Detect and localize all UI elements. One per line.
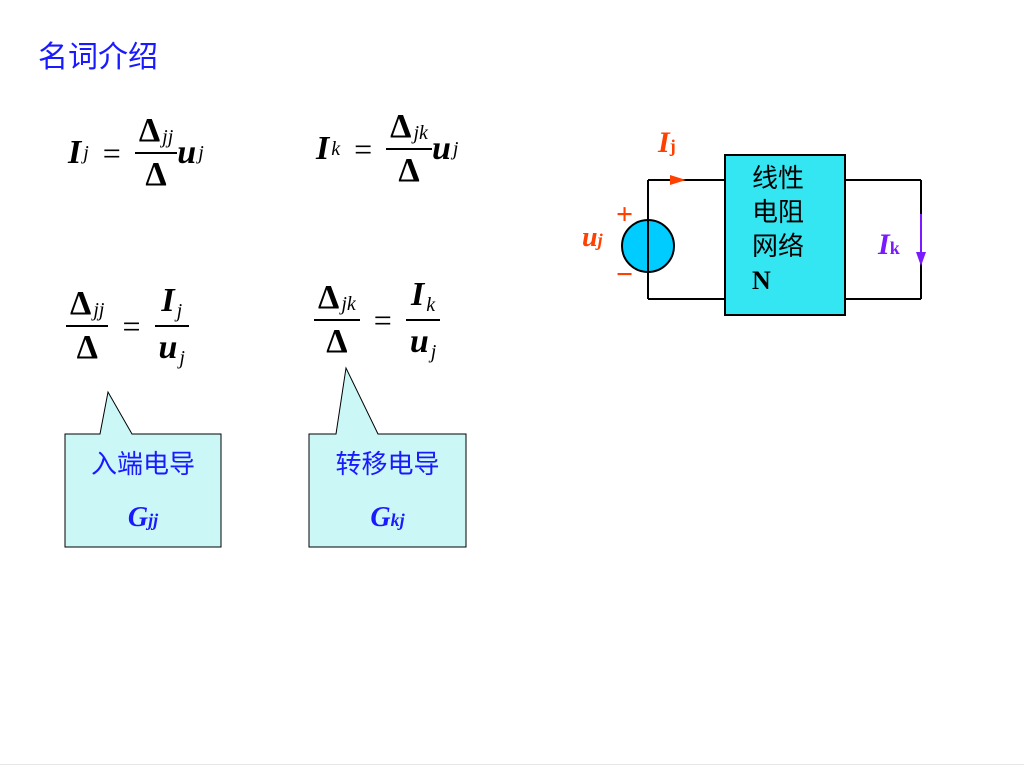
network-label: 线性 电阻 网络 N	[752, 162, 822, 298]
equals-sign: =	[354, 130, 373, 167]
delta-symbol: Δ	[326, 323, 348, 360]
network-line: 电阻	[752, 198, 805, 228]
callout-symbol: Gkj	[309, 502, 466, 534]
label-ij: Ij	[658, 126, 676, 160]
page-title: 名词介绍	[38, 40, 158, 75]
label-uj: uj	[582, 222, 603, 254]
ij-var: I	[658, 126, 670, 159]
minus-sign: −	[616, 258, 634, 291]
delta-symbol: Δ	[390, 108, 412, 145]
formula-var: I	[410, 276, 425, 313]
conductance-var: G	[127, 502, 149, 533]
formula-var: I	[161, 282, 175, 319]
formula-sub: j	[83, 141, 89, 164]
conductance-sub: kj	[390, 510, 405, 530]
delta-symbol: Δ	[145, 156, 167, 193]
formula-sub: j	[176, 300, 183, 322]
delta-symbol: Δ	[398, 152, 420, 189]
ij-arrow-icon	[670, 175, 686, 185]
delta-sub: jj	[93, 299, 105, 321]
formula-sub: j	[198, 141, 204, 164]
equals-sign: =	[373, 301, 392, 338]
formula-var: I	[316, 130, 330, 167]
delta-sub: jj	[162, 126, 174, 148]
formula-sub: j	[179, 347, 185, 369]
formula-var: u	[431, 130, 451, 167]
callout-input: 入端电导 Gjj	[65, 434, 221, 547]
formula-var: I	[68, 134, 82, 171]
label-ik: Ik	[878, 228, 900, 262]
conductance-sub: jj	[148, 510, 159, 530]
delta-sub: jk	[413, 122, 428, 144]
formula-var: u	[409, 323, 429, 360]
ik-sub: k	[889, 238, 900, 258]
callout-transfer: 转移电导 Gkj	[309, 434, 466, 547]
formula-var: u	[177, 134, 197, 171]
network-line: 线性	[752, 164, 805, 194]
delta-symbol: Δ	[318, 279, 340, 316]
delta-symbol: Δ	[70, 285, 92, 322]
delta-symbol: Δ	[76, 329, 98, 366]
callout-label: 转移电导	[335, 450, 440, 480]
equals-sign: =	[122, 307, 141, 344]
equals-sign: =	[102, 134, 121, 171]
callout-label: 入端电导	[90, 450, 195, 480]
formula-sub: k	[331, 137, 341, 160]
ij-sub: j	[669, 136, 676, 156]
linear-resistive-network	[724, 154, 846, 316]
delta-sub: jk	[341, 293, 356, 315]
formula-var: u	[158, 329, 178, 366]
network-line: 网络	[752, 232, 805, 262]
uj-var: u	[582, 222, 598, 253]
ik-arrow-icon	[916, 252, 926, 266]
formula-sub: j	[452, 137, 459, 160]
formula-sub: k	[426, 294, 436, 316]
delta-symbol: Δ	[138, 112, 161, 149]
conductance-var: G	[370, 502, 391, 533]
formula-sub: j	[430, 341, 437, 363]
ik-var: I	[878, 228, 890, 261]
network-n: N	[752, 266, 771, 295]
footer-divider	[0, 764, 1024, 765]
plus-sign: +	[616, 198, 634, 231]
uj-sub: j	[597, 230, 603, 250]
callout-symbol: Gjj	[65, 502, 221, 534]
